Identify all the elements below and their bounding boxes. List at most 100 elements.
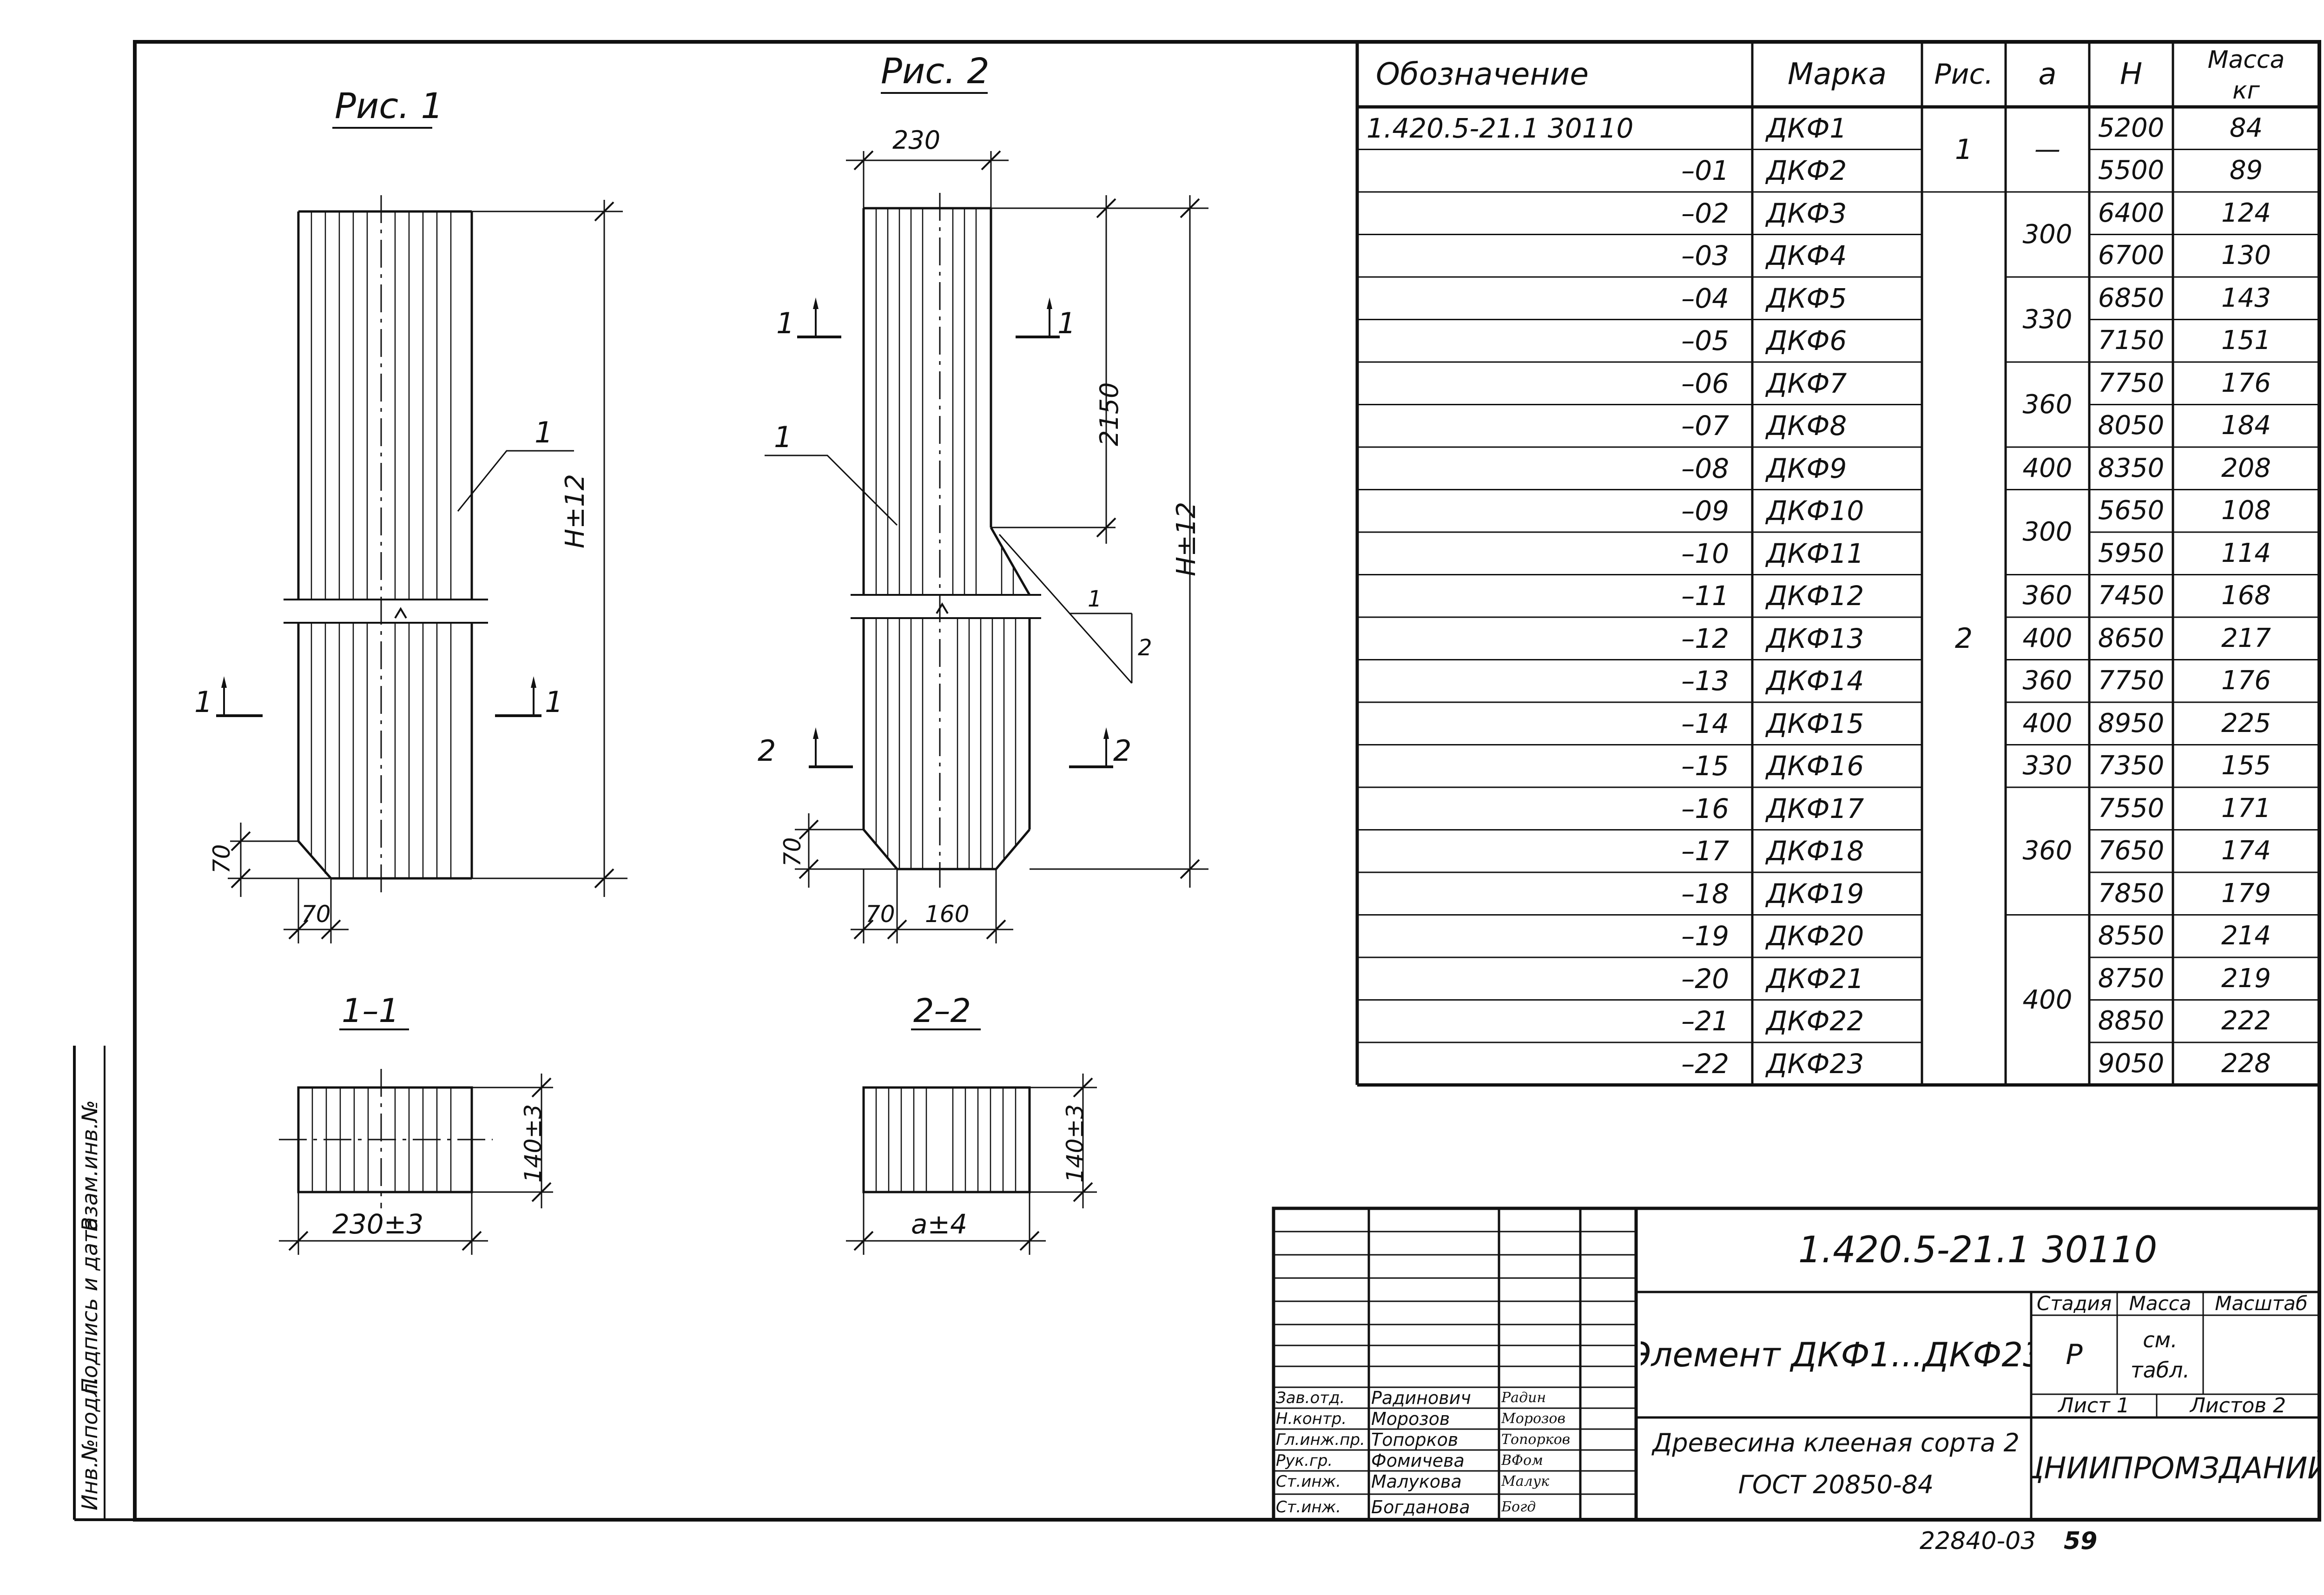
figure-2-width-label: 230 (892, 125, 941, 155)
header-mass-unit: кг (2232, 77, 2260, 105)
footer-number: 22840-03 (1920, 1527, 2036, 1555)
row-h: 7350 (2098, 751, 2165, 781)
a-group: 400 (2022, 708, 2073, 738)
row-h: 6400 (2098, 198, 2165, 228)
figure-1-leader-label: 1 (535, 415, 553, 449)
row-mass: 143 (2221, 283, 2271, 313)
row-mark: ДКФ10 (1766, 495, 1864, 527)
row-mark: ДКФ12 (1766, 580, 1864, 612)
header-h: H (2119, 57, 2143, 92)
figure-2-slope-top: 1 (1088, 586, 1102, 612)
row-designation: –21 (1681, 1005, 1729, 1037)
row-h: 9050 (2098, 1048, 2165, 1079)
row-mark: ДКФ3 (1766, 197, 1847, 229)
row-h: 7850 (2098, 878, 2165, 909)
a-group: 330 (2022, 751, 2073, 781)
header-mass: Масса (2207, 46, 2285, 74)
row-designation: –05 (1681, 325, 1729, 357)
row-mass: 108 (2221, 495, 2271, 526)
row-mass: 214 (2221, 921, 2271, 951)
row-h: 8850 (2098, 1006, 2165, 1036)
row-designation: –17 (1681, 835, 1729, 867)
row-h: 5200 (2098, 112, 2165, 143)
material-line-1: Древесина клееная сорта 2 (1652, 1428, 2020, 1457)
row-mark: ДКФ17 (1766, 792, 1864, 824)
figure-2-section-mark-2-right: 2 (1113, 734, 1132, 768)
signature-role: Н.контр. (1276, 1409, 1347, 1428)
a-group: 360 (2022, 836, 2073, 866)
figure-2-beam (765, 92, 1208, 943)
row-h: 5650 (2098, 495, 2165, 526)
row-h: 7550 (2098, 793, 2165, 824)
figure-2-leader-label: 1 (774, 420, 792, 454)
figure-2-section-mark-1-right: 1 (1057, 306, 1076, 340)
row-designation: –04 (1681, 282, 1729, 314)
section-2-2-width: a±4 (911, 1208, 968, 1240)
row-mass: 228 (2221, 1048, 2271, 1079)
mass-value-1: см. (2143, 1327, 2178, 1352)
row-h: 8550 (2098, 921, 2165, 951)
row-mark: ДКФ2 (1766, 155, 1847, 187)
row-designation: –12 (1681, 622, 1729, 654)
row-mass: 124 (2221, 198, 2271, 228)
signature-role: Ст.инж. (1276, 1497, 1341, 1516)
row-designation: –02 (1681, 197, 1729, 229)
row-mark: ДКФ16 (1766, 750, 1864, 782)
stage-header: Стадия (2036, 1292, 2112, 1315)
row-mass: 222 (2221, 1006, 2271, 1036)
footer-page: 59 (2064, 1527, 2098, 1555)
scale-header: Масштаб (2215, 1292, 2308, 1315)
figure-2-title: Рис. 2 (881, 50, 990, 92)
row-mark: ДКФ4 (1766, 240, 1847, 272)
figure-2-bottom-width: 160 (925, 901, 970, 928)
row-mark: ДКФ14 (1766, 665, 1864, 697)
row-mark: ДКФ15 (1766, 707, 1864, 739)
header-designation: Обозначение (1376, 56, 1589, 92)
row-designation: –18 (1681, 877, 1729, 910)
row-mark: ДКФ1 (1766, 112, 1847, 144)
row-mass: 184 (2221, 410, 2271, 441)
mass-value-2: табл. (2130, 1357, 2190, 1383)
row-designation: –16 (1681, 792, 1729, 824)
signature-name: Фомичева (1371, 1450, 1465, 1471)
row-h: 6850 (2098, 283, 2165, 313)
signature-sign: Малук (1501, 1473, 1550, 1490)
row-designation: –06 (1681, 367, 1729, 399)
row-mark: ДКФ9 (1766, 452, 1847, 484)
row-mark: ДКФ8 (1766, 410, 1847, 442)
signature-role: Ст.инж. (1276, 1472, 1341, 1491)
row-mass: 171 (2221, 793, 2271, 824)
signature-role: Рук.гр. (1276, 1451, 1333, 1470)
signature-sign: Топорков (1501, 1431, 1571, 1448)
row-designation: –08 (1681, 452, 1729, 484)
row-h: 6700 (2098, 240, 2165, 271)
row-mass: 89 (2229, 155, 2263, 186)
row-mass: 176 (2221, 666, 2271, 696)
row-designation: –19 (1681, 920, 1729, 952)
section-1-1-title: 1–1 (342, 992, 400, 1030)
row-h: 7750 (2098, 666, 2165, 696)
section-1-1-width: 230±3 (332, 1208, 424, 1240)
header-mark: Марка (1788, 57, 1887, 92)
row-mass: 225 (2221, 708, 2271, 738)
row-mark: ДКФ22 (1766, 1005, 1864, 1037)
row-designation: –13 (1681, 665, 1729, 697)
row-designation: –09 (1681, 495, 1729, 527)
row-designation: –14 (1681, 707, 1729, 739)
row-mass: 179 (2221, 878, 2271, 909)
row-h: 5500 (2098, 155, 2165, 186)
row-h: 8350 (2098, 453, 2165, 483)
row-mark: ДКФ13 (1766, 622, 1864, 654)
row-mass: 217 (2221, 623, 2271, 653)
figure-1-title: Рис. 1 (335, 85, 443, 126)
row-mass: 168 (2221, 580, 2271, 611)
section-2-2-drawing (846, 1028, 1097, 1255)
row-mark: ДКФ19 (1766, 877, 1864, 910)
signature-name: Богданова (1371, 1496, 1470, 1517)
signature-name: Радинович (1371, 1387, 1471, 1408)
fig-group: 2 (1954, 622, 1973, 655)
